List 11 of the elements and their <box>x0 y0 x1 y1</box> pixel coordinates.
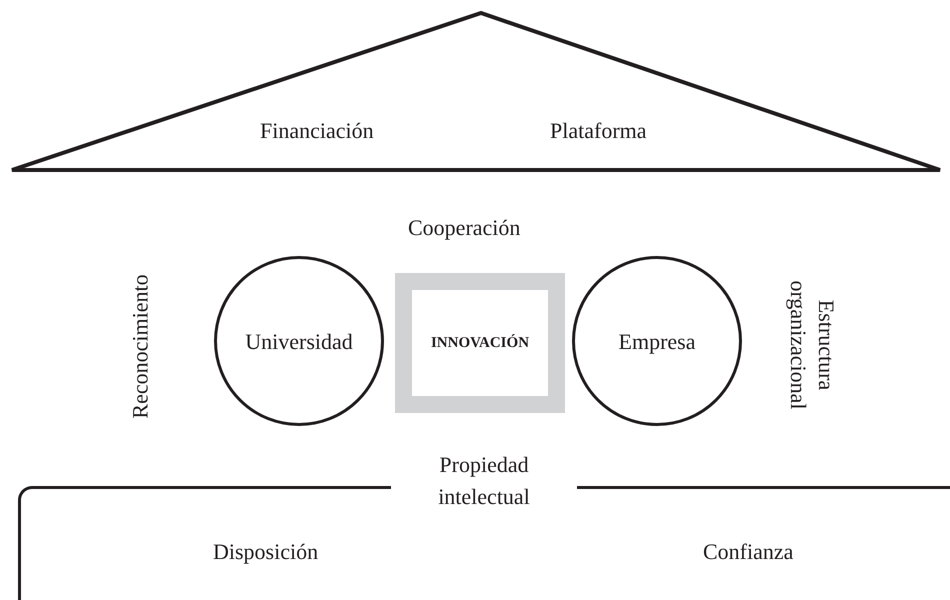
circle-label: Empresa <box>618 328 696 356</box>
vertical-label: Reconocimiento <box>126 273 154 421</box>
base-text: Confianza <box>703 538 794 566</box>
roof-text: Financiación <box>260 117 374 145</box>
label: Cooperación <box>408 214 520 242</box>
base-text: Disposición <box>213 538 318 566</box>
roof-text: Plataforma <box>550 117 647 145</box>
vertical-label: Estructura organizacional <box>785 279 840 412</box>
innovation-box <box>395 273 565 413</box>
circle-label: Universidad <box>245 328 353 356</box>
box-label: INNOVACIÓN <box>430 333 530 353</box>
